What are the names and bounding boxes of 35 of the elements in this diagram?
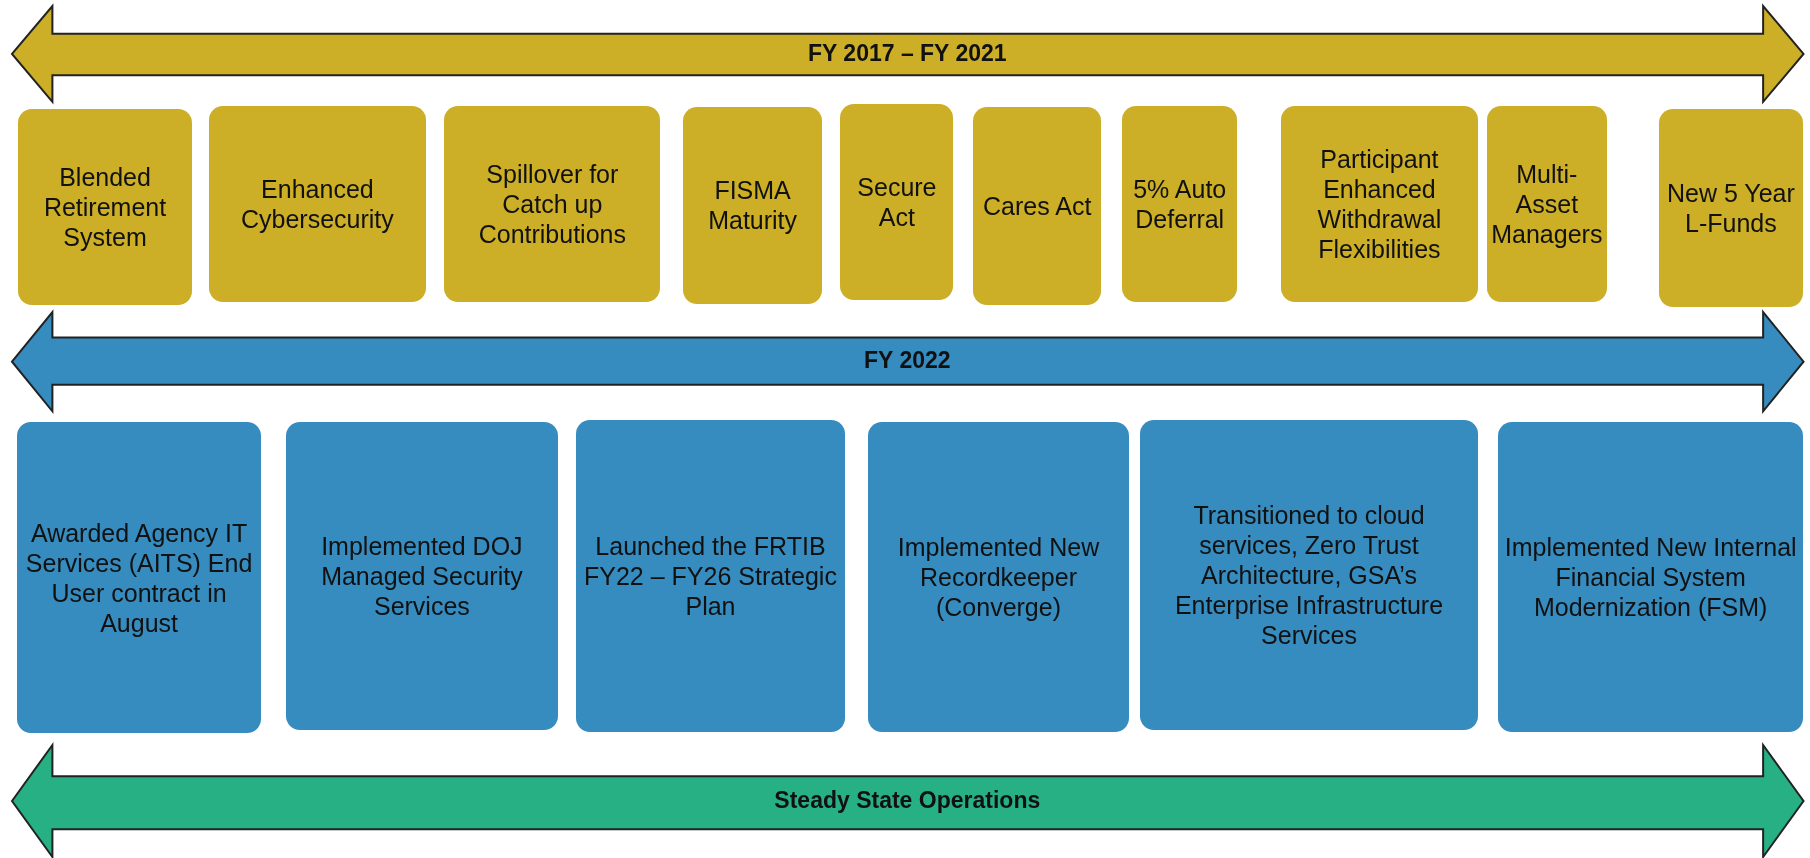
- milestone-box: [1658, 108, 1804, 308]
- milestone-box: [18, 108, 192, 305]
- milestone-text: Transitioned to cloud services, Zero Trust Architecture, GSA’s Enterprise Infrastructure Services: [1173, 499, 1445, 650]
- milestone-text: Secure Act: [856, 172, 938, 232]
- milestone-box: [208, 106, 426, 303]
- milestone-box: [868, 422, 1129, 732]
- milestone-box: [1281, 106, 1478, 303]
- milestone-text: New 5 Year L-Funds: [1666, 177, 1796, 238]
- milestone-box: [973, 107, 1102, 305]
- milestone-box: [576, 420, 845, 732]
- milestone-box: [840, 103, 954, 301]
- milestone-text: Implemented New Internal Financial System Modernization (FSM): [1504, 532, 1798, 623]
- milestone-box: [1122, 106, 1238, 303]
- band-label: FY 2022: [863, 347, 952, 375]
- milestone-box: [1498, 422, 1804, 732]
- milestone-box: [444, 106, 661, 303]
- milestone-text: Awarded Agency IT Services (AITS) End User contract in August: [24, 517, 254, 638]
- milestone-text: Multi-Asset Managers: [1491, 159, 1603, 250]
- milestone-box: [1486, 106, 1607, 303]
- milestone-text: 5% Auto Deferral: [1132, 174, 1228, 235]
- milestone-box: [17, 422, 261, 733]
- band-label: FY 2017 – FY 2021: [806, 39, 1008, 67]
- milestone-text: Blended Retirement System: [42, 161, 168, 252]
- milestone-text: Enhanced Cybersecurity: [240, 174, 395, 235]
- milestone-box: [286, 422, 558, 730]
- band-label: Steady State Operations: [773, 786, 1042, 814]
- milestone-box: [1140, 420, 1478, 730]
- milestone-text: Launched the FRTIB FY22 – FY26 Strategic Plan: [583, 531, 838, 621]
- milestone-text: Spillover for Catch up Contributions: [477, 159, 627, 250]
- milestone-text: Implemented DOJ Managed Security Services: [320, 531, 524, 621]
- milestone-text: FISMA Maturity: [707, 175, 799, 236]
- milestone-text: Participant Enhanced Withdrawal Flexibilities: [1316, 144, 1443, 265]
- milestone-text: Cares Act: [982, 191, 1092, 222]
- milestone-box: [683, 107, 822, 304]
- milestone-text: Implemented New Recordkeeper (Converge): [896, 532, 1101, 623]
